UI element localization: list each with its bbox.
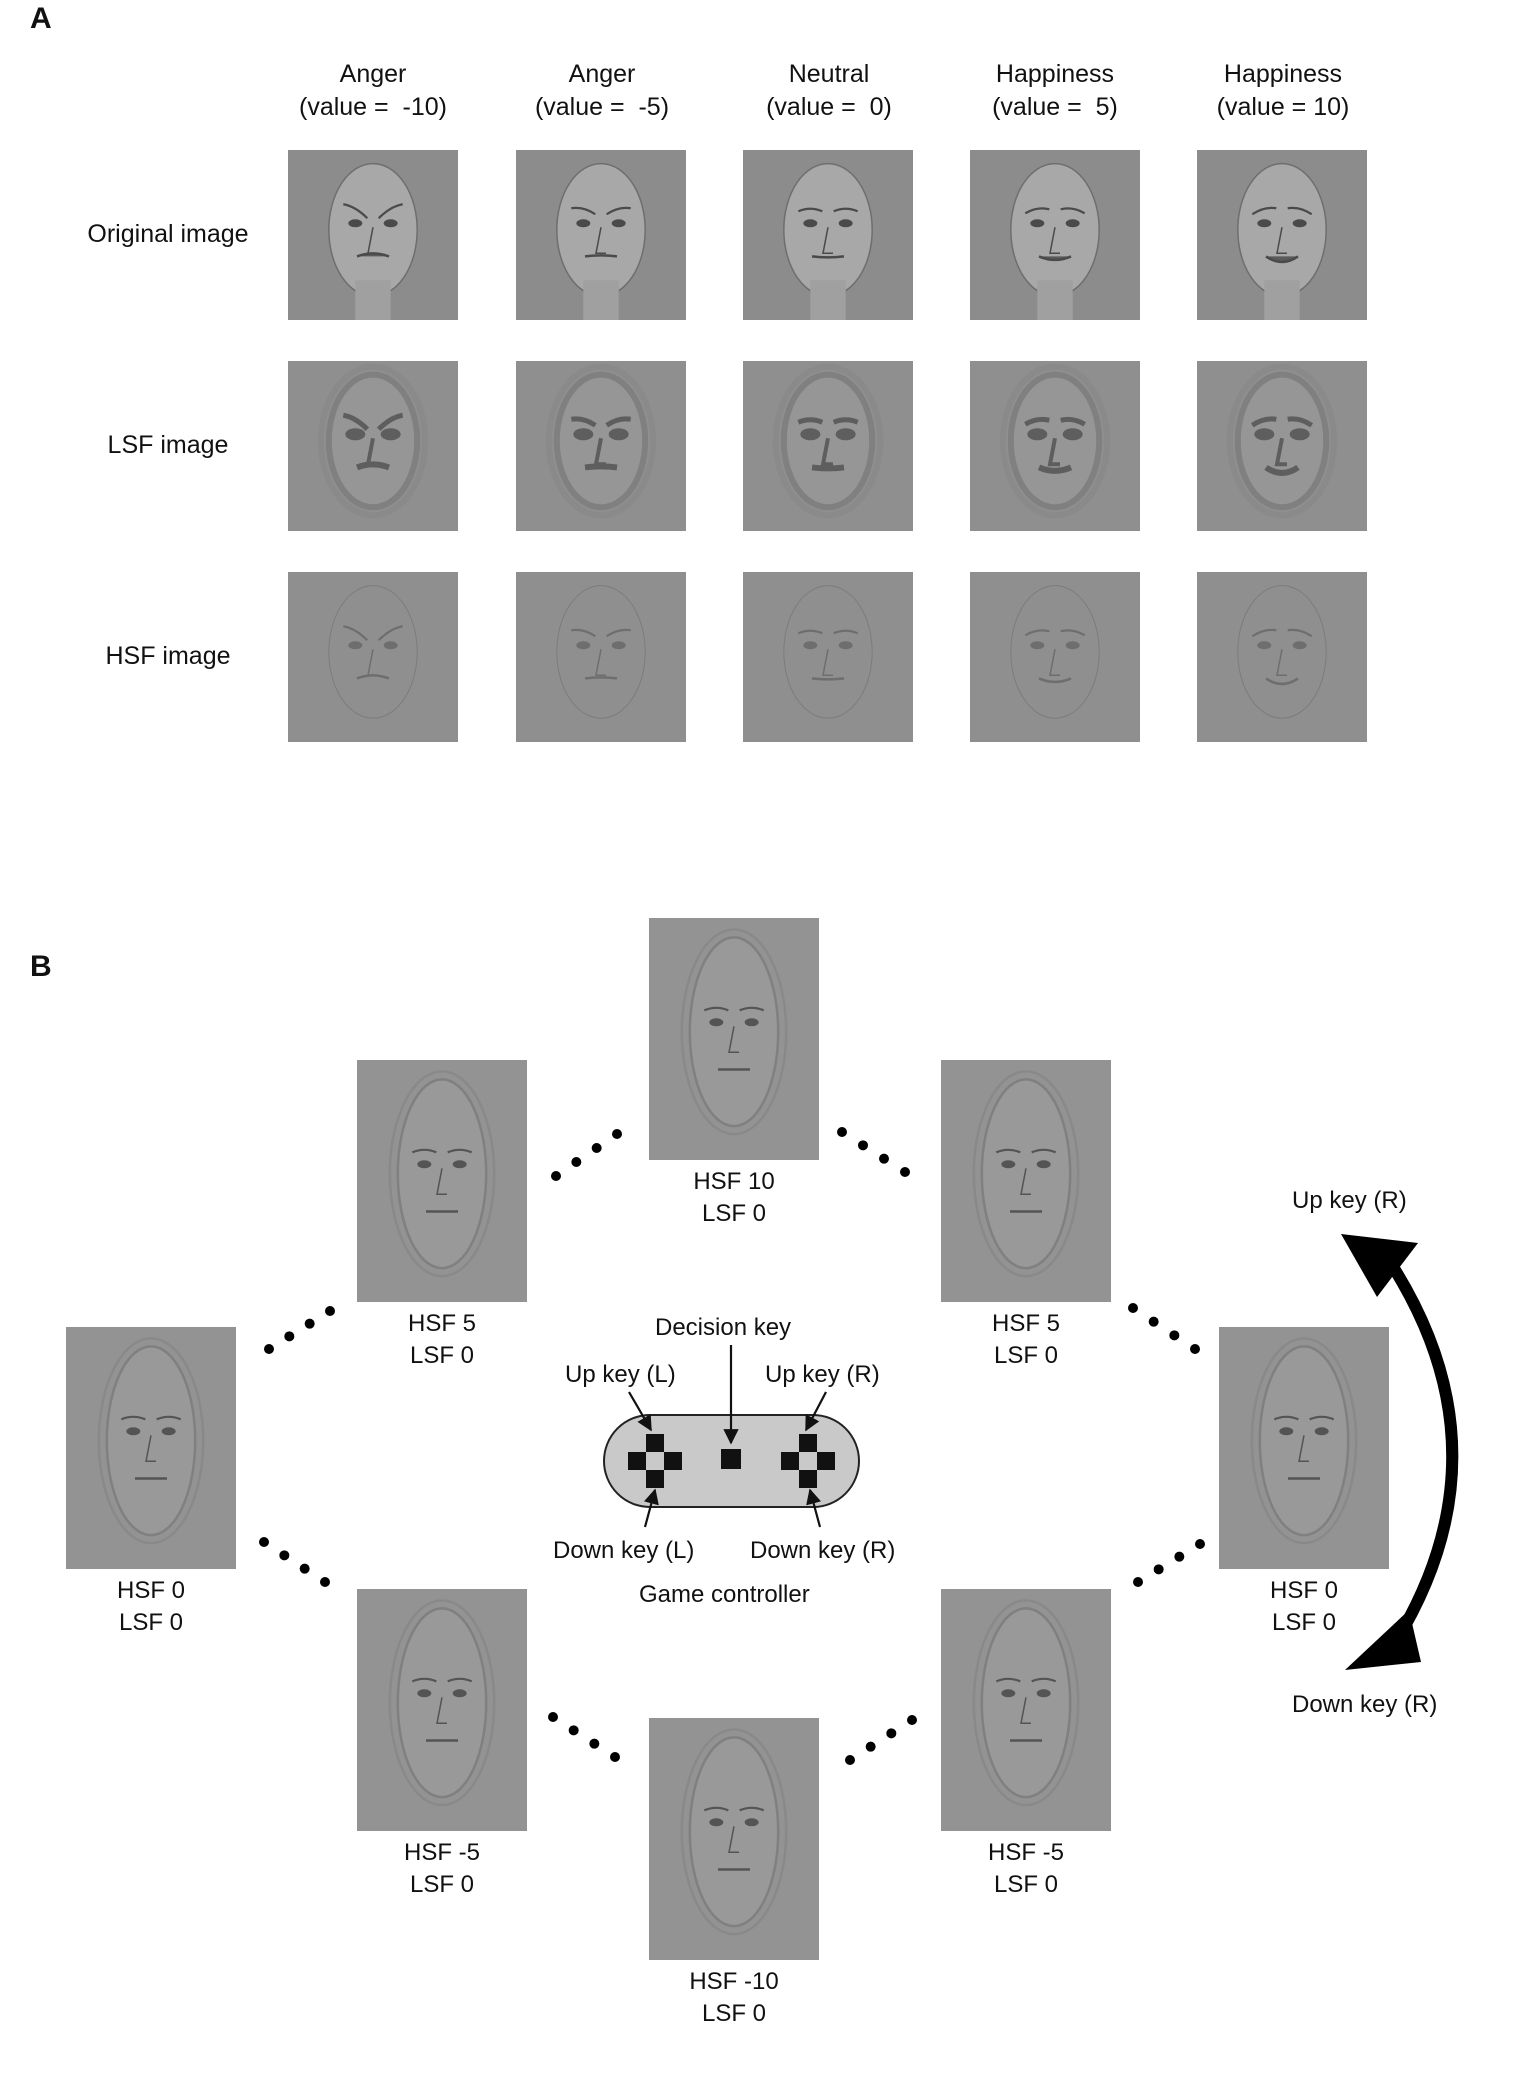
ellipsis-dot [1148, 1316, 1159, 1327]
hsf-face-image [1197, 572, 1367, 742]
panel-a-label: A [30, 2, 52, 35]
decision-button-icon [721, 1449, 741, 1469]
right-dpad-icon [781, 1434, 835, 1488]
ellipsis-dot [886, 1728, 897, 1739]
column-header: Happiness(value = 5) [992, 60, 1118, 121]
lsf-face-image [288, 361, 458, 531]
lsf-face-image [516, 361, 686, 531]
ellipsis-dot [299, 1563, 310, 1574]
original-face-image [970, 150, 1140, 320]
ellipsis-dot [1195, 1539, 1205, 1549]
ellipsis-dot [304, 1318, 315, 1329]
ellipsis-dot [589, 1738, 600, 1749]
ellipsis-dot [548, 1712, 558, 1722]
decision-key-label: Decision key [655, 1314, 792, 1341]
column-header: Happiness(value = 10) [1216, 60, 1350, 121]
ellipsis-dot [879, 1153, 889, 1164]
ellipsis-dot [320, 1577, 330, 1587]
hsf-face-image [941, 1060, 1111, 1302]
ellipsis-dot [907, 1715, 917, 1725]
hsf-face-image [516, 572, 686, 742]
arrow-head-up [1341, 1234, 1418, 1297]
hsf-face-image [649, 918, 819, 1160]
ellipsis-dot [1128, 1303, 1138, 1313]
hsf-face-image [1219, 1327, 1389, 1569]
ellipsis-dot [571, 1157, 582, 1167]
up-key-left-label: Up key (L) [565, 1361, 676, 1388]
down-key-right-pointer [806, 1488, 822, 1528]
row-label-lsf: LSF image [107, 431, 229, 459]
hsf-face-image [357, 1060, 527, 1302]
ellipsis-dot [568, 1725, 579, 1736]
original-face-image [516, 150, 686, 320]
ellipsis-dot [591, 1143, 602, 1153]
ellipsis-dot [900, 1167, 910, 1177]
up-key-right-label: Up key (R) [765, 1361, 880, 1388]
down-key-left-pointer [643, 1488, 659, 1528]
ellipsis-dot [1153, 1564, 1164, 1575]
up-key-left-pointer [628, 1391, 652, 1432]
column-header: Anger(value = -10) [299, 60, 447, 121]
hsf-face-image [970, 572, 1140, 742]
hsf-face-image [649, 1718, 819, 1960]
up-key-right-pointer [805, 1391, 827, 1432]
panel-b-label: B [30, 950, 52, 983]
ellipsis-dot [1190, 1344, 1200, 1354]
ellipsis-dot [1169, 1330, 1180, 1341]
hsf-face-image [743, 572, 913, 742]
lsf-face-image [970, 361, 1140, 531]
ellipsis-dot [264, 1344, 274, 1354]
game-controller-caption: Game controller [639, 1581, 810, 1608]
original-face-image [743, 150, 913, 320]
ellipsis-dot [845, 1755, 855, 1765]
lsf-face-image [743, 361, 913, 531]
down-key-left-label: Down key (L) [553, 1537, 695, 1564]
arrow-head-down [1345, 1610, 1421, 1670]
row-label-hsf: HSF image [105, 642, 231, 670]
up-down-arrow [1384, 1256, 1459, 1649]
down-key-right-label: Down key (R) [750, 1537, 896, 1564]
row-label-original: Original image [87, 220, 249, 248]
ellipsis-dot [279, 1550, 290, 1561]
column-header: Anger(value = -5) [534, 60, 670, 121]
hsf-face-image [941, 1589, 1111, 1831]
ellipsis-dot [284, 1331, 295, 1342]
lsf-face-image [1197, 361, 1367, 531]
ellipsis-dot [551, 1171, 561, 1181]
ellipsis-dot [1174, 1551, 1185, 1562]
arrow-down-label: Down key (R) [1292, 1691, 1438, 1718]
original-face-image [288, 150, 458, 320]
original-face-image [1197, 150, 1367, 320]
hsf-face-image [288, 572, 458, 742]
hsf-face-image [357, 1589, 527, 1831]
ellipsis-dot [858, 1140, 868, 1151]
ellipsis-dot [865, 1741, 876, 1752]
ellipsis-dot [837, 1127, 847, 1137]
ellipsis-dot [610, 1752, 620, 1762]
left-dpad-icon [628, 1434, 682, 1488]
hsf-face-image [66, 1327, 236, 1569]
arrow-up-label: Up key (R) [1292, 1187, 1407, 1214]
ellipsis-dot [259, 1537, 269, 1547]
column-header: Neutral(value = 0) [766, 60, 892, 121]
ellipsis-dot [325, 1306, 335, 1316]
ellipsis-dot [1133, 1577, 1143, 1587]
ellipsis-dot [612, 1129, 622, 1139]
